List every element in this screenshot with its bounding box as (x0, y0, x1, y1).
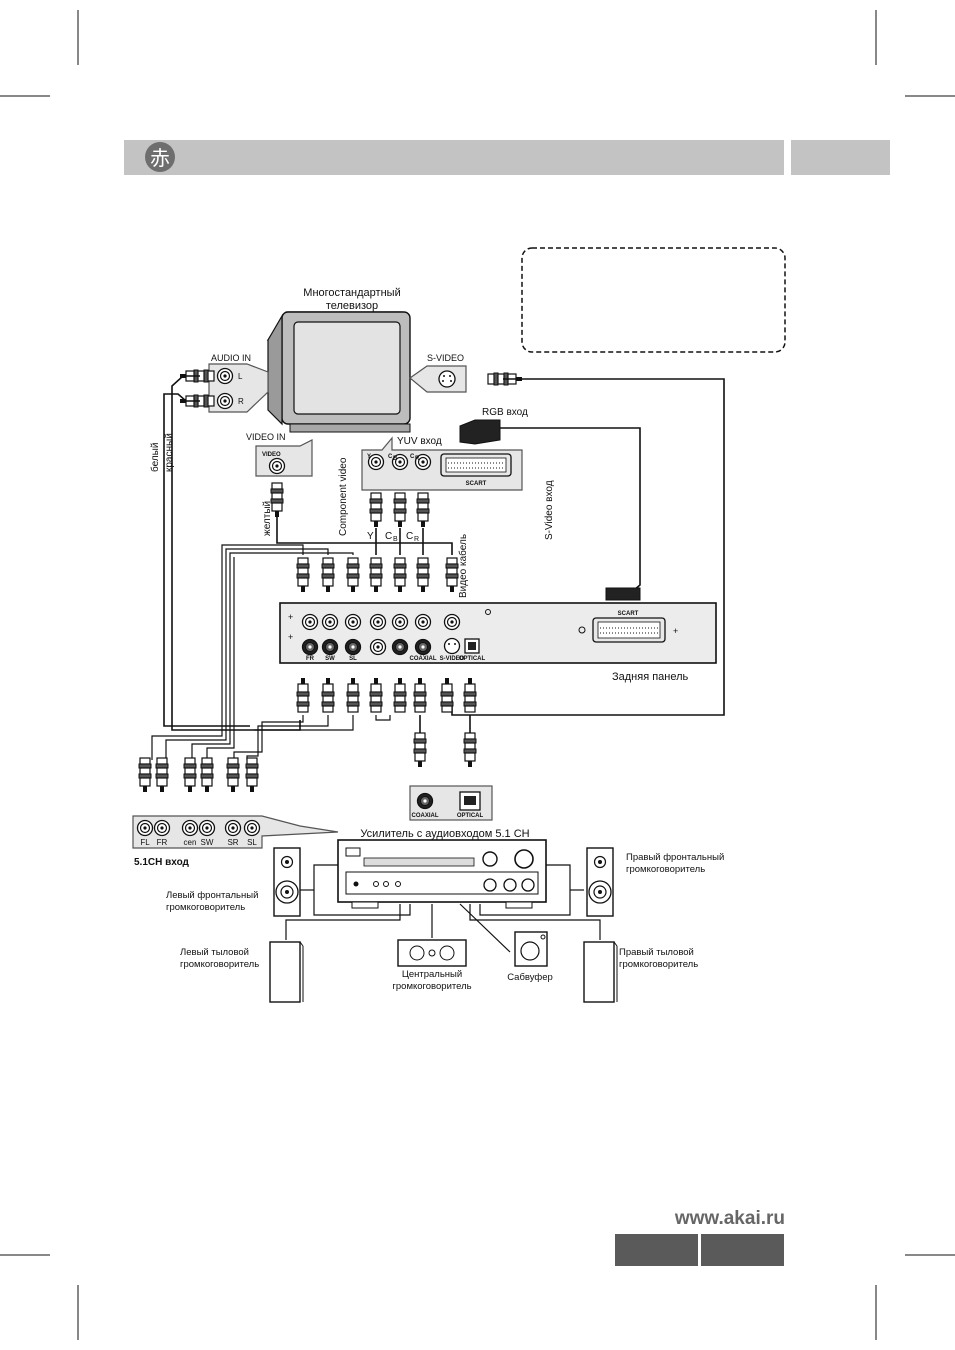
audio-l-label: L (238, 372, 243, 381)
video-cable-label: Видео кабель (457, 534, 469, 598)
audio-in-label: AUDIO IN (211, 353, 251, 363)
svg-text:+: + (288, 632, 293, 642)
speaker-left-rear (269, 941, 304, 1003)
speaker-subwoofer (514, 931, 548, 967)
rgb-input-label: RGB вход (482, 407, 528, 418)
left-front-label-1: Левый фронтальный (166, 890, 258, 901)
audio-r-label: R (238, 397, 244, 406)
ch51-jack-sl (243, 819, 261, 837)
speaker-left-front (273, 847, 301, 917)
left-rear-label-1: Левый тыловой (180, 947, 249, 958)
rear-panel: + + FR SW SL COAXIAL S-VIDEO OPTICAL SCA… (279, 602, 717, 664)
television: Многостандартный телевизор (266, 287, 411, 433)
ch51-jack-cen (181, 819, 199, 837)
tv-yuv-cr-sub: R (415, 456, 420, 462)
tv-yuv-cb: C (388, 454, 393, 460)
crop-marks (0, 10, 955, 1340)
amplifier-unit (337, 839, 547, 909)
logo-icon: 赤 (150, 146, 170, 170)
ch51-jack-label-cen: cen (184, 838, 197, 847)
ch51-jack-label-fr: FR (157, 838, 168, 847)
speaker-right-front (586, 847, 614, 917)
center-label-2: громкоговоритель (392, 981, 471, 992)
plugs-lower (296, 677, 477, 768)
rear-s-video-label: S-VIDEO (440, 656, 465, 662)
red-cable-label: красный (164, 433, 175, 472)
amplifier-label: Усилитель с аудиовходом 5.1 CH (360, 828, 529, 840)
tv-title-line1: Многостандартный (303, 287, 400, 299)
video-jack-label: VIDEO (262, 452, 281, 458)
left-front-label-2: громкоговоритель (166, 902, 245, 913)
cables (151, 375, 725, 760)
svg-text:+: + (288, 612, 293, 622)
rear-optical-label: OPTICAL (459, 656, 486, 662)
rear-scart-label: SCART (618, 611, 639, 617)
rear-fr-label: FR (306, 656, 315, 662)
amp-coaxial-label: COAXIAL (412, 813, 439, 819)
right-front-label-1: Правый фронтальный (626, 852, 724, 863)
ch51-label: 5.1CH вход (134, 857, 190, 868)
rear-panel-label: Задняя панель (612, 671, 689, 683)
speaker-center (397, 939, 467, 967)
tv-yuv-cr: C (410, 454, 415, 460)
tv-s-video-label: S-VIDEO (427, 353, 464, 363)
yellow-cable-label: желтый (262, 501, 273, 536)
plugs-upper (270, 482, 641, 601)
speaker-wires (285, 864, 601, 953)
left-rear-label-2: громкоговоритель (180, 959, 259, 970)
right-rear-label-2: громкоговоритель (619, 959, 698, 970)
speaker-right-rear (583, 941, 618, 1003)
tv-yuv-cb-sub: B (393, 456, 398, 462)
component-y: Y (367, 531, 374, 542)
ch51-plugs (138, 757, 259, 793)
subwoofer-label: Сабвуфер (507, 972, 553, 983)
ch51-jack-fr (153, 819, 171, 837)
footer-tab-right (701, 1234, 784, 1266)
header-bar: 赤 (124, 140, 890, 175)
s-video-input-label: S-Video вход (544, 480, 555, 540)
center-label-1: Центральный (402, 969, 462, 980)
white-cable-label: белый (149, 443, 161, 472)
ch51-jack-fl (136, 819, 154, 837)
footer-tab-left (615, 1234, 698, 1266)
tv-scart-label: SCART (466, 481, 487, 487)
rear-sl-label: SL (349, 656, 357, 662)
note-box (521, 247, 786, 353)
amp-input-panel: COAXIAL OPTICAL (409, 785, 493, 821)
ch51-jack-sr (224, 819, 242, 837)
ch51-jack-label-sw: SW (201, 838, 214, 847)
website-label: www.akai.ru (674, 1208, 785, 1229)
component-cb-sub: B (393, 536, 398, 543)
ch51-jack-sw (198, 819, 216, 837)
component-cr-sub: R (414, 536, 419, 543)
svg-text:+: + (673, 626, 678, 636)
tv-video-in-panel: VIDEO IN VIDEO (246, 432, 313, 477)
right-front-label-2: громкоговоритель (626, 864, 705, 875)
video-in-label: VIDEO IN (246, 432, 286, 442)
tv-scart-yuv-panel: RGB вход YUV вход Y C B C R SCART (361, 407, 528, 491)
rear-coaxial-label: COAXIAL (410, 656, 437, 662)
component-video-label: Component video (338, 457, 349, 536)
rear-sw-label: SW (325, 656, 335, 662)
ch51-panel: FL FR cen SW SR SL (132, 815, 339, 849)
right-rear-label-1: Правый тыловой (619, 947, 694, 958)
tv-audio-in-panel: AUDIO IN L R (179, 353, 269, 413)
component-cr: C (406, 531, 413, 542)
component-cb: C (385, 531, 392, 542)
tv-title-line2: телевизор (326, 300, 378, 312)
tv-s-video-panel: S-VIDEO (409, 353, 523, 393)
yuv-input-label: YUV вход (397, 436, 442, 447)
ch51-jack-label-sr: SR (227, 838, 238, 847)
amp-optical-label: OPTICAL (457, 813, 484, 819)
ch51-jack-label-fl: FL (140, 838, 150, 847)
tv-yuv-y: Y (367, 454, 371, 460)
ch51-jack-label-sl: SL (247, 838, 257, 847)
